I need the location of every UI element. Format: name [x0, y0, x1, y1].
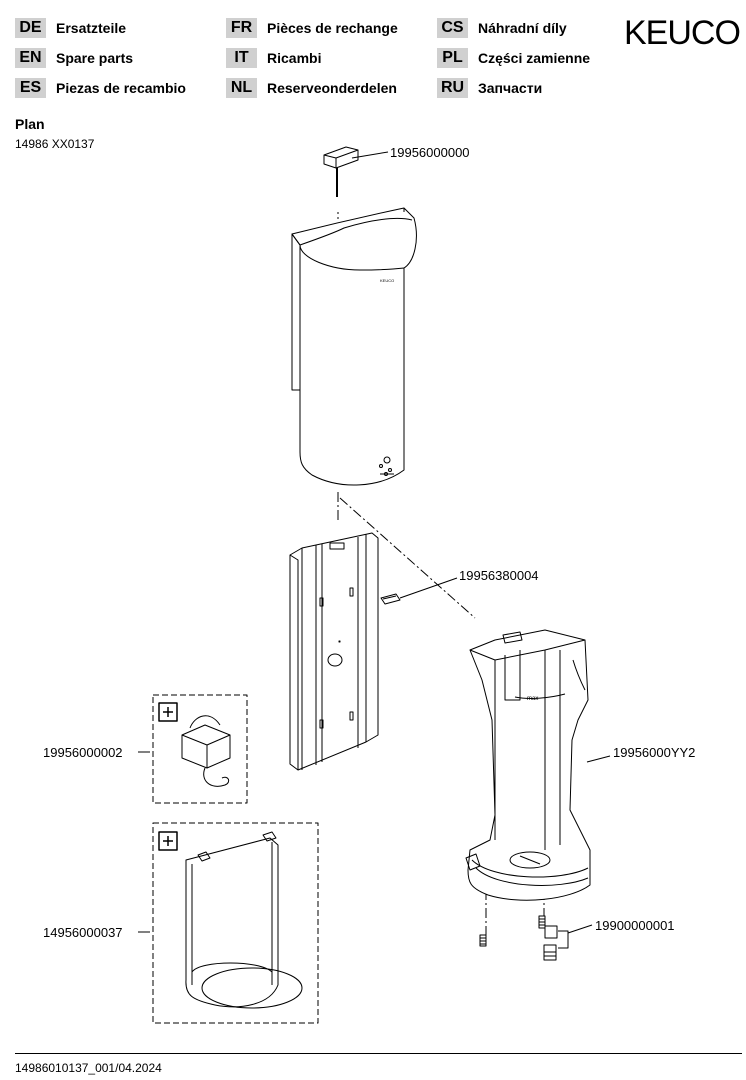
lang-code: RU — [437, 78, 468, 98]
footer-divider — [15, 1053, 742, 1054]
lang-label: Ricambi — [267, 50, 322, 66]
lang-code: DE — [15, 18, 46, 38]
lang-label: Spare parts — [56, 50, 134, 66]
lang-label: Części zamienne — [478, 50, 591, 66]
plan-title: Plan — [15, 116, 45, 132]
lang-label: Запчасти — [478, 80, 543, 96]
plan-code: 14986 XX0137 — [15, 137, 95, 151]
part-number-container: 19956000YY2 — [613, 745, 696, 760]
lang-label: Reserveonderdelen — [267, 80, 397, 96]
lang-code: PL — [437, 48, 468, 68]
lang-row-cs: CS Náhradní díly — [437, 17, 567, 39]
sensor-module-box — [138, 694, 248, 804]
part-number-nozzle: 19900000001 — [595, 918, 675, 933]
container-part: max — [465, 629, 611, 901]
lang-code: NL — [226, 78, 257, 98]
lang-code: FR — [226, 18, 257, 38]
svg-text:max: max — [527, 696, 538, 702]
lang-label: Náhradní díly — [478, 20, 567, 36]
lang-row-it: IT Ricambi — [226, 47, 321, 69]
clip-part — [380, 577, 458, 605]
part-number-sensor-module: 19956000002 — [43, 745, 123, 760]
part-number-drip-tray: 14956000037 — [43, 925, 123, 940]
lang-label: Pièces de rechange — [267, 20, 398, 36]
lang-code: IT — [226, 48, 257, 68]
key-part — [323, 146, 389, 222]
brand-logo: KEUCO — [624, 14, 741, 52]
dispenser-housing: KEUCO — [291, 207, 417, 486]
screw-parts — [479, 915, 593, 961]
part-number-key: 19956000000 — [390, 145, 470, 160]
lang-row-pl: PL Części zamienne — [437, 47, 590, 69]
lang-row-nl: NL Reserveonderdelen — [226, 77, 397, 99]
lang-label: Ersatzteile — [56, 20, 127, 36]
drip-tray-box — [138, 822, 319, 1024]
lang-row-es: ES Piezas de recambio — [15, 77, 186, 99]
footer-doc-number: 14986010137_001/04.2024 — [15, 1061, 162, 1075]
lang-code: ES — [15, 78, 46, 98]
lang-row-fr: FR Pièces de rechange — [226, 17, 398, 39]
lang-row-de: DE Ersatzteile — [15, 17, 126, 39]
lang-code: EN — [15, 48, 46, 68]
svg-text:KEUCO: KEUCO — [380, 278, 394, 283]
part-number-mount-plate: 19956380004 — [459, 568, 539, 583]
lang-label: Piezas de recambio — [56, 80, 186, 96]
lang-row-ru: RU Запчасти — [437, 77, 542, 99]
mounting-plate — [289, 532, 379, 771]
lang-code: CS — [437, 18, 468, 38]
lang-row-en: EN Spare parts — [15, 47, 133, 69]
